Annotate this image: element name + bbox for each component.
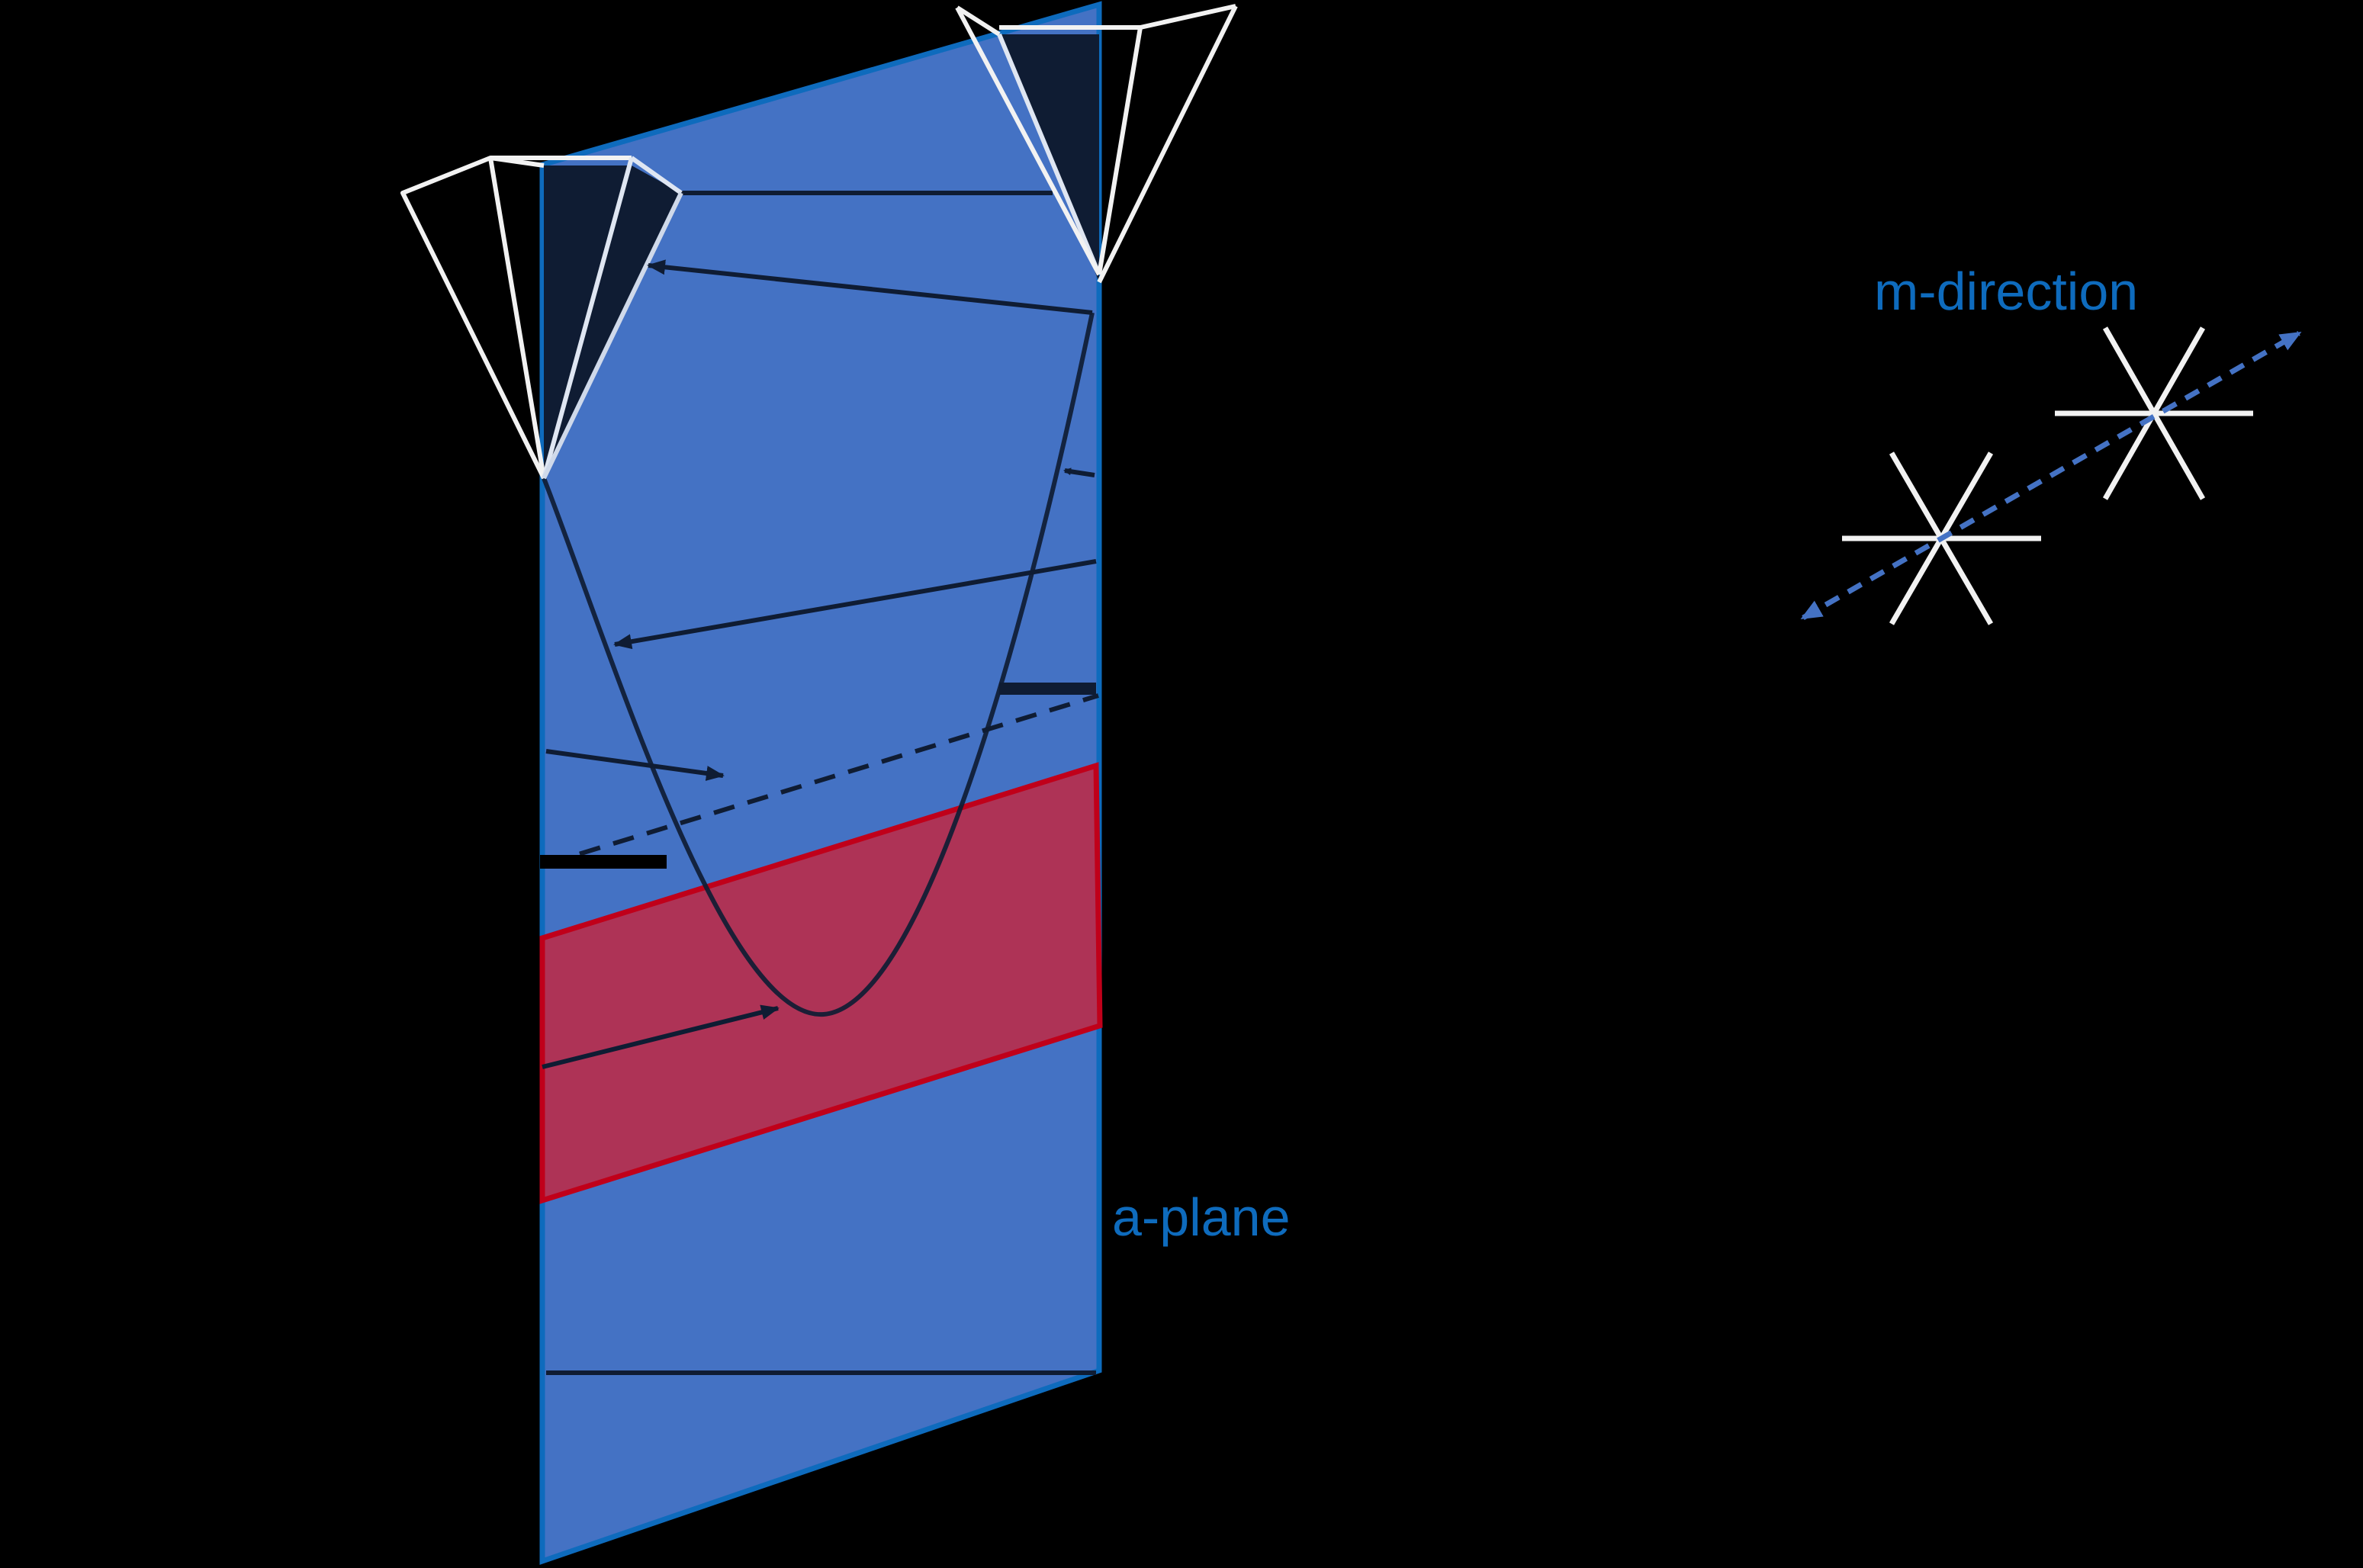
right-pyramid-tip [955, 4, 1238, 284]
dashed-line [545, 693, 1099, 866]
red-band [539, 762, 1103, 1204]
arrow-middle-left [613, 559, 1097, 650]
m-direction-label: m-direction [1874, 262, 2138, 321]
arrow-upper-left [647, 259, 1093, 315]
arrow-band [542, 1004, 780, 1069]
left-pyramid-tip [400, 156, 683, 480]
arrow-inward-right [545, 749, 725, 781]
arrow-short-right [1063, 468, 1095, 477]
a-plane-label: a-plane [1112, 1187, 1291, 1247]
m-direction-arrow [1800, 330, 2302, 621]
parabola-curve [542, 312, 1095, 1017]
